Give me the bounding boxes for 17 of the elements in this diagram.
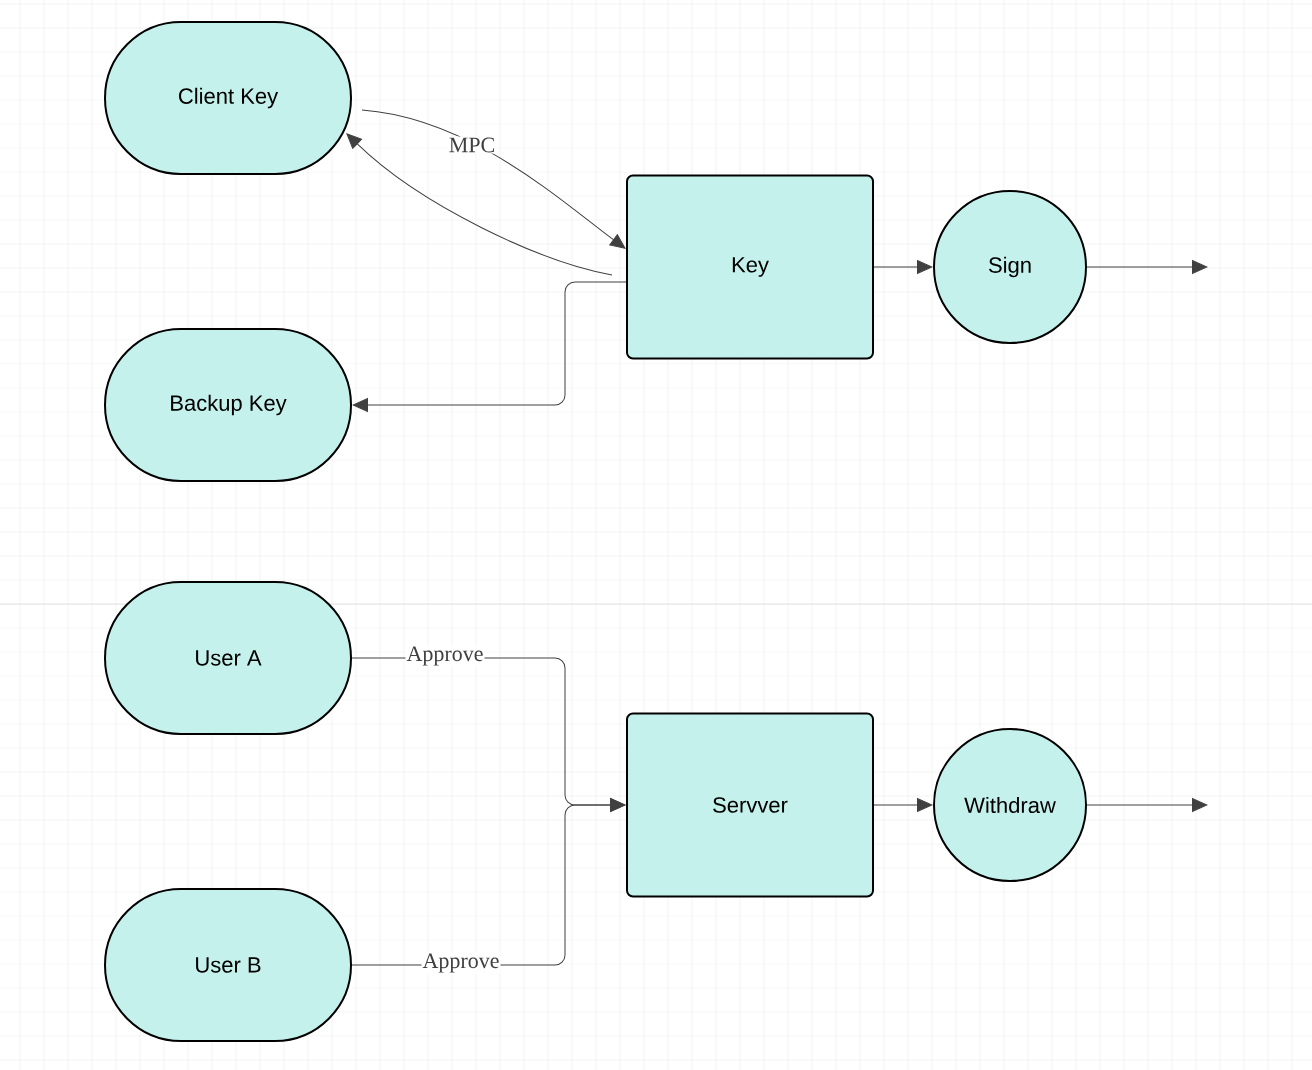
rounded-node: Backup Key	[104, 328, 352, 482]
arrow	[1086, 260, 1208, 274]
process-box: Servver	[626, 712, 874, 898]
rounded-node: Client Key	[104, 21, 352, 175]
circle-node: Sign	[933, 190, 1087, 344]
arrow	[873, 260, 933, 274]
arrow	[1086, 798, 1208, 812]
rounded-node: User A	[104, 581, 352, 735]
process-box: Key	[626, 174, 874, 360]
arrow	[873, 798, 933, 812]
arrow	[346, 133, 613, 276]
circle-node: Withdraw	[933, 728, 1087, 882]
edge-label: Approve	[421, 952, 501, 974]
rounded-node: User B	[104, 888, 352, 1042]
arrow	[352, 281, 627, 412]
arrow	[361, 109, 626, 249]
edge-label: Approve	[405, 645, 485, 667]
